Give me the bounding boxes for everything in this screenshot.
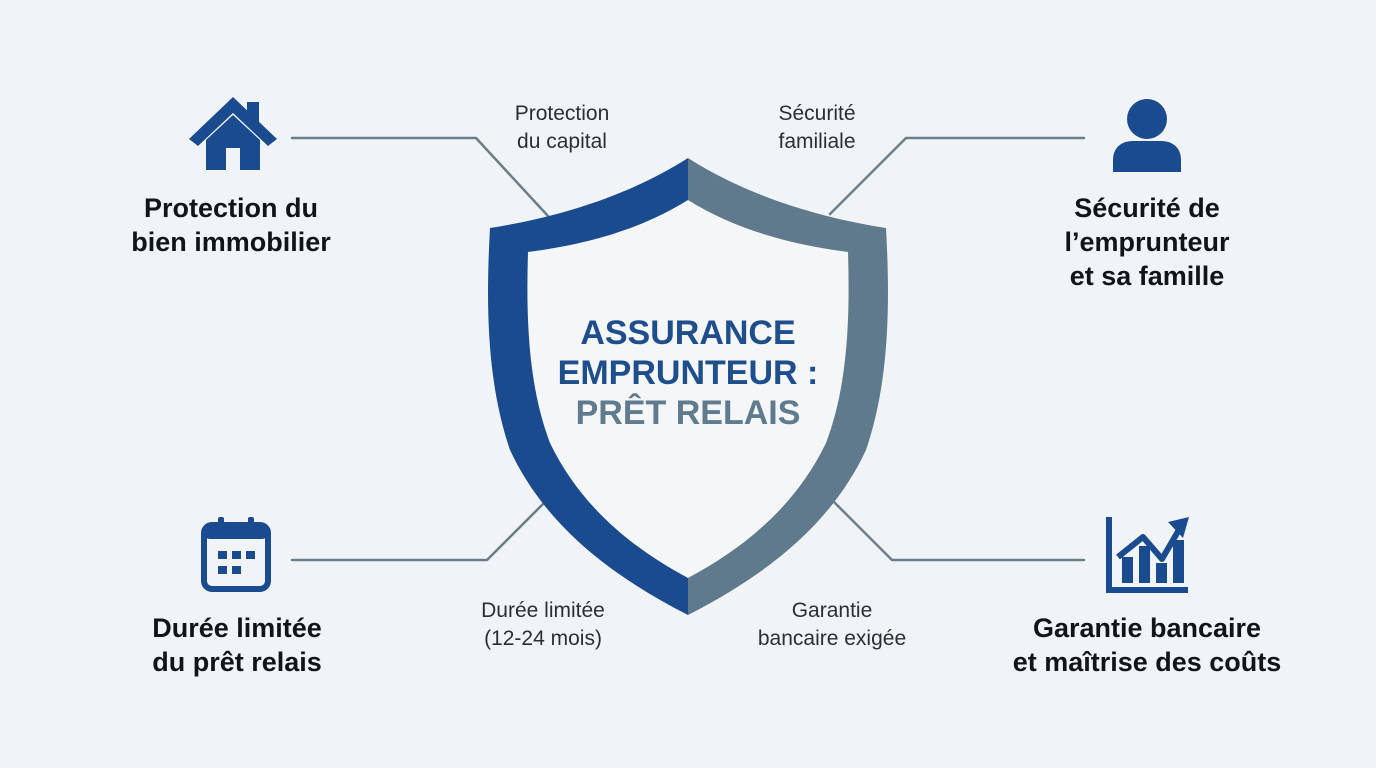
connector-label-securite-familiale: Sécurité familiale (737, 100, 897, 156)
label-protection-bien: Protection du bien immobilier (96, 191, 366, 259)
label-duree-limitee-line-2: du prêt relais (152, 647, 322, 677)
connector-label-protection-capital: Protection du capital (482, 100, 642, 156)
shield-icon (488, 158, 888, 615)
connector-bottom-left (290, 500, 547, 562)
connector-label-garantie-bancaire: Garantie bancaire exigée (732, 597, 932, 653)
connector-label-duree-limitee: Durée limitée (12-24 mois) (453, 597, 633, 653)
label-garantie-bancaire: Garantie bancaire et maîtrise des coûts (987, 611, 1307, 679)
connector-label-duree-limitee-line-2: (12-24 mois) (484, 627, 602, 650)
label-garantie-bancaire-line-2: et maîtrise des coûts (1012, 647, 1282, 677)
connector-label-securite-familiale-line-2: familiale (778, 130, 856, 153)
center-title-line-1: ASSURANCE (580, 314, 796, 352)
bar-chart-trend-icon (1106, 517, 1189, 593)
label-protection-bien-line-1: Protection du (144, 193, 318, 223)
label-duree-limitee: Durée limitée du prêt relais (102, 611, 372, 679)
person-icon (1113, 99, 1181, 172)
label-securite-emprunteur-line-3: et sa famille (1069, 261, 1225, 291)
connector-bottom-right (832, 500, 1086, 562)
connector-label-garantie-bancaire-line-2: bancaire exigée (757, 627, 907, 650)
connector-label-garantie-bancaire-line-1: Garantie (791, 599, 873, 622)
calendar-icon (201, 517, 271, 592)
connectors (290, 136, 1086, 562)
connector-label-protection-capital-line-2: du capital (517, 130, 607, 153)
center-title-line-2: EMPRUNTEUR : (557, 354, 819, 392)
connector-top-right (828, 136, 1086, 216)
center-title-line-3: PRÊT RELAIS (575, 394, 801, 432)
connector-label-securite-familiale-line-1: Sécurité (778, 102, 856, 125)
connector-label-duree-limitee-line-1: Durée limitée (481, 599, 605, 622)
label-duree-limitee-line-1: Durée limitée (152, 613, 322, 643)
connector-top-left (290, 136, 550, 218)
house-icon (189, 97, 277, 170)
connector-label-protection-capital-line-1: Protection (514, 102, 610, 125)
label-protection-bien-line-2: bien immobilier (131, 227, 331, 257)
label-securite-emprunteur-line-2: l’emprunteur (1064, 227, 1230, 257)
label-securite-emprunteur-line-1: Sécurité de (1074, 193, 1220, 223)
shield-inner (527, 200, 849, 578)
label-garantie-bancaire-line-1: Garantie bancaire (1032, 613, 1262, 643)
label-securite-emprunteur: Sécurité de l’emprunteur et sa famille (1012, 191, 1282, 293)
center-title: ASSURANCE EMPRUNTEUR : PRÊT RELAIS (528, 313, 848, 433)
